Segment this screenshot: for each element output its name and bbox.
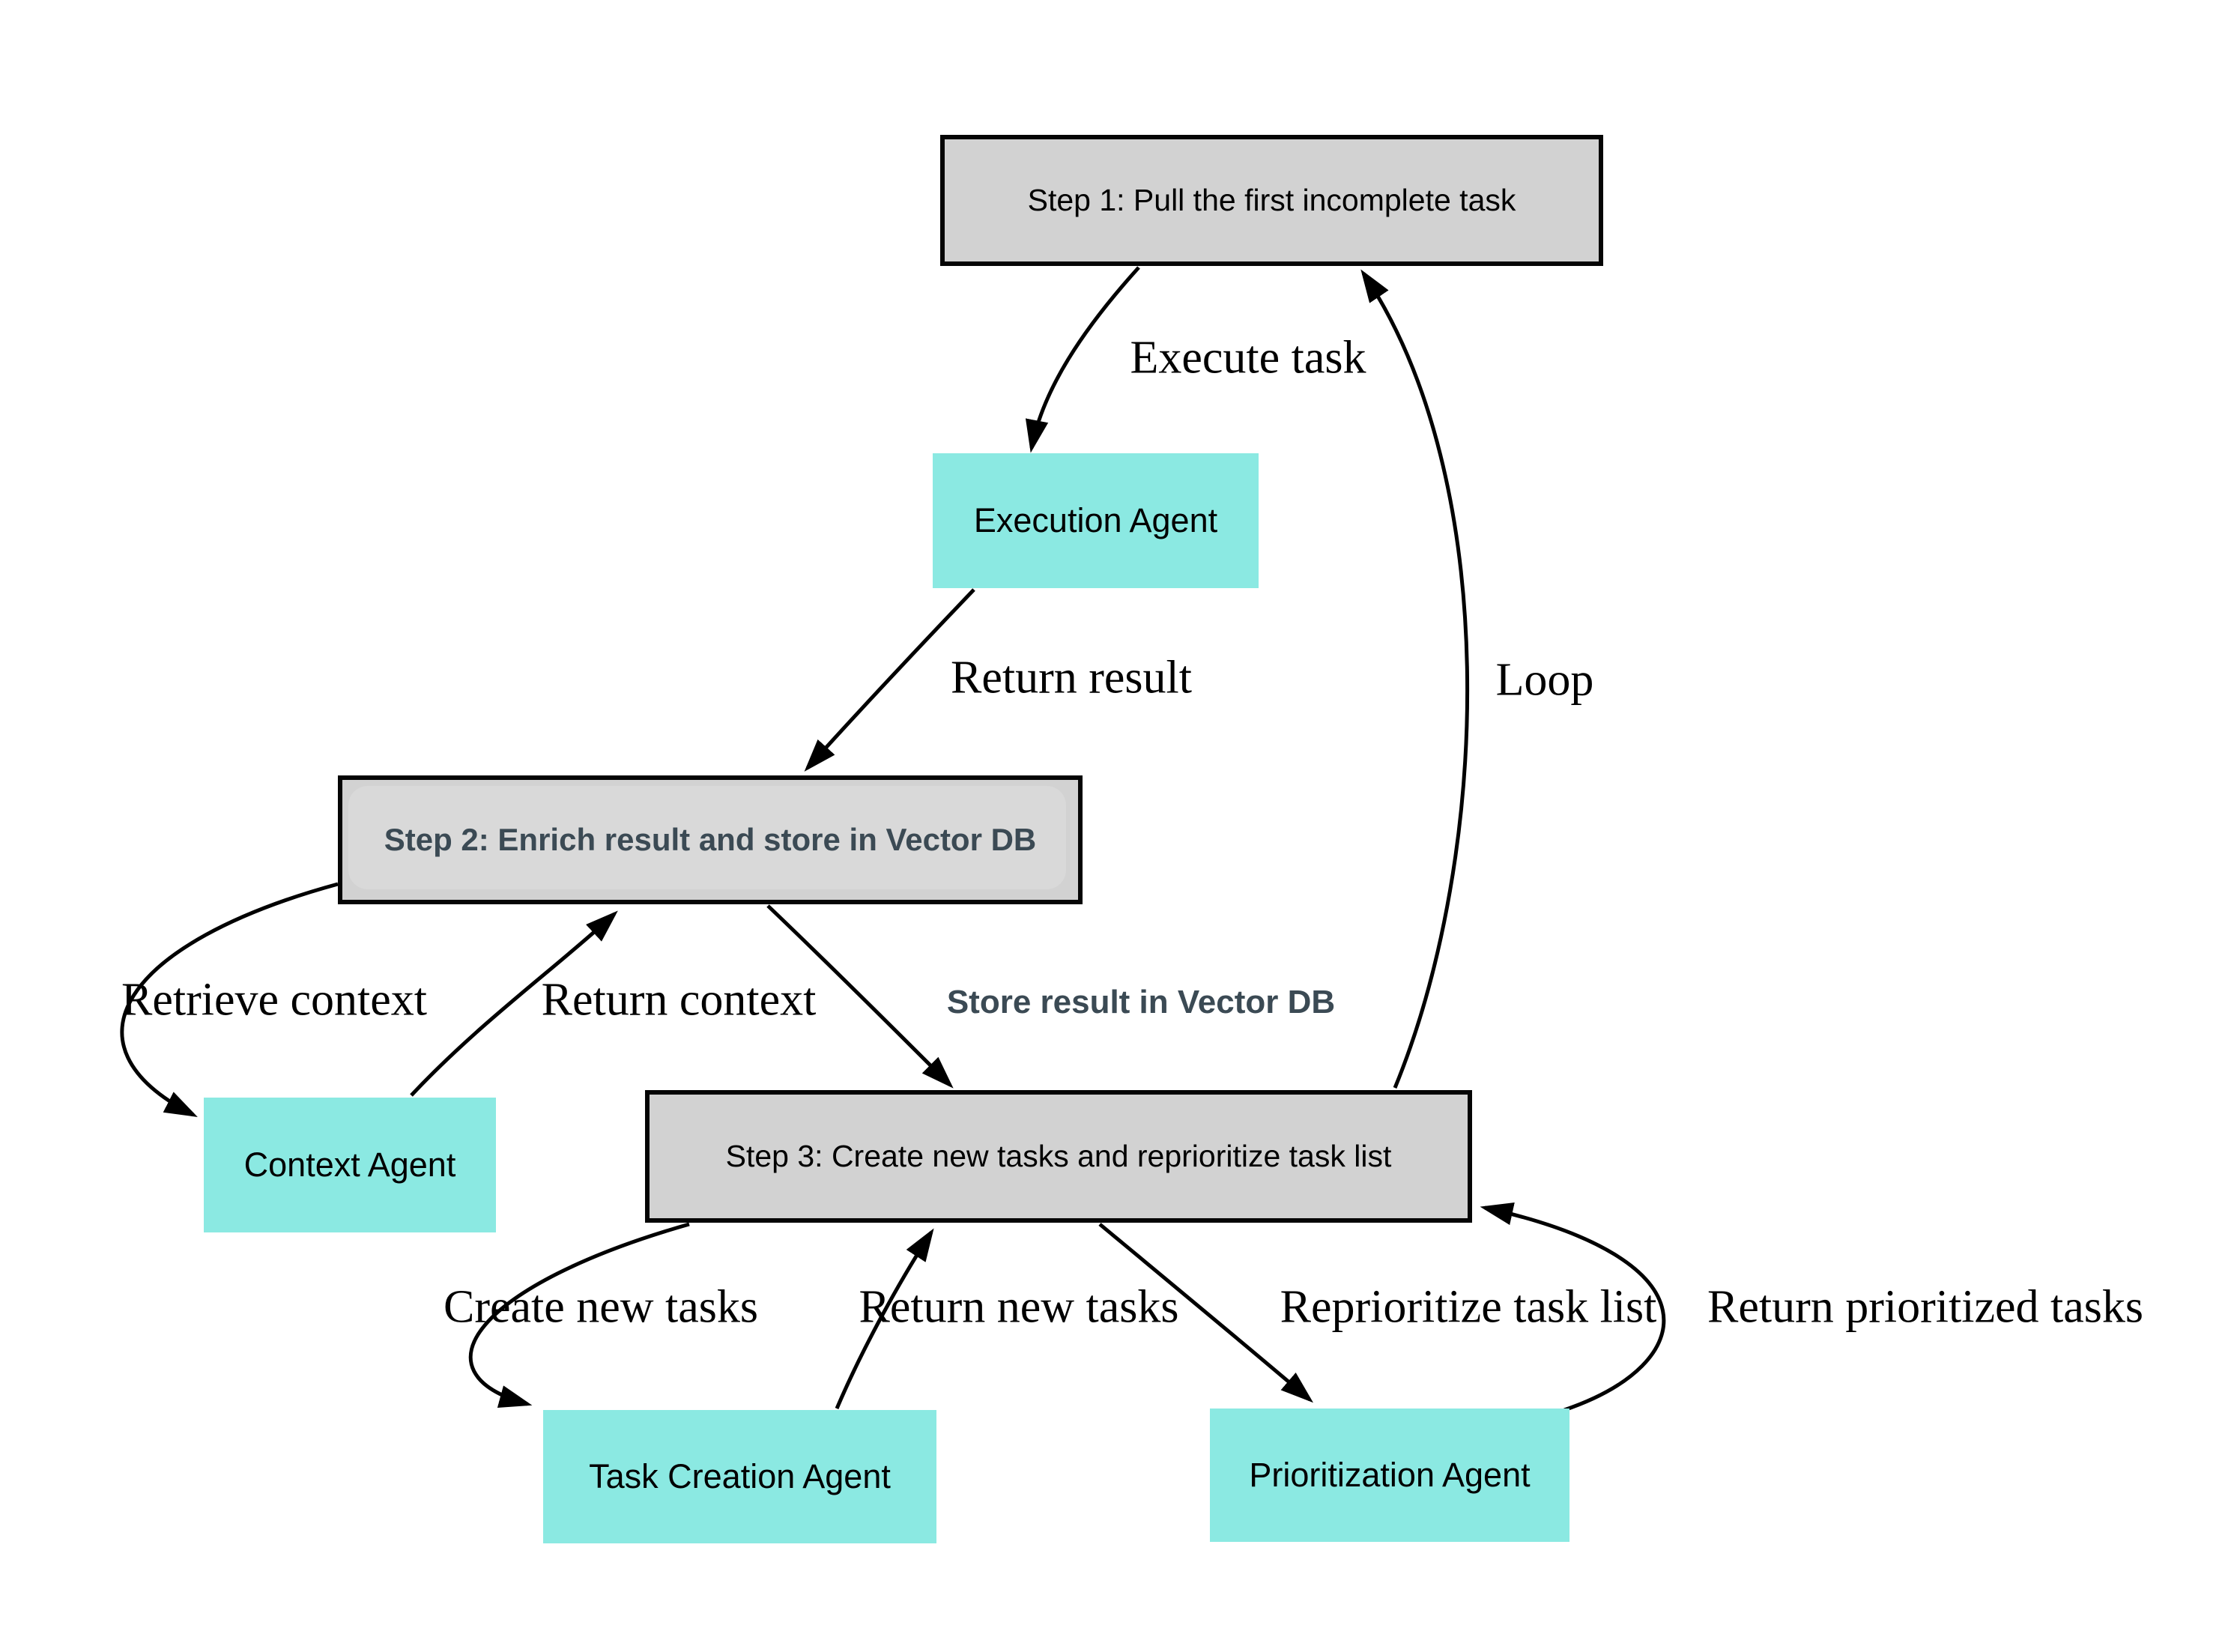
edge-label-loop: Loop bbox=[1495, 654, 1594, 706]
edge-label-retrieve-context: Retrieve context bbox=[121, 974, 427, 1026]
edge-path-execute-task bbox=[1025, 266, 1140, 453]
edge-label-return-context: Return context bbox=[541, 974, 817, 1026]
edge-label-execute-task: Execute task bbox=[1130, 332, 1366, 384]
node-step2-label: Step 2: Enrich result and store in Vecto… bbox=[384, 822, 1037, 857]
edge-label-reprioritize-task-list: Reprioritize task list bbox=[1280, 1281, 1657, 1333]
edge-label-return-prioritized-tasks: Return prioritized tasks bbox=[1707, 1281, 2143, 1333]
node-task-creation-agent: Task Creation Agent bbox=[543, 1410, 936, 1543]
edge-label-create-new-tasks: Create new tasks bbox=[443, 1281, 759, 1333]
edge-path-return-prioritized-tasks bbox=[1480, 1202, 1666, 1412]
edge-path-create-new-tasks bbox=[468, 1222, 690, 1408]
node-step2: Step 2: Enrich result and store in Vecto… bbox=[338, 775, 1083, 904]
edge-label-store-result: Store result in Vector DB bbox=[946, 984, 1336, 1020]
step2-inner-highlight bbox=[348, 786, 1066, 889]
edge-path-store-result bbox=[766, 904, 954, 1089]
edge-label-return-result: Return result bbox=[951, 652, 1192, 704]
edge-path-reprioritize-task-list bbox=[1098, 1223, 1314, 1403]
node-step1: Step 1: Pull the first incomplete task bbox=[940, 135, 1603, 266]
node-step3-label: Step 3: Create new tasks and reprioritiz… bbox=[725, 1139, 1392, 1173]
node-prioritization-agent: Prioritization Agent bbox=[1210, 1409, 1569, 1542]
edge-label-return-new-tasks: Return new tasks bbox=[859, 1281, 1179, 1333]
node-step3: Step 3: Create new tasks and reprioritiz… bbox=[645, 1090, 1472, 1223]
node-context-agent: Context Agent bbox=[204, 1098, 496, 1232]
node-context-agent-label: Context Agent bbox=[243, 1146, 456, 1184]
node-execution-agent-label: Execution Agent bbox=[973, 501, 1218, 539]
edge-path-return-result bbox=[804, 588, 975, 772]
node-task-creation-agent-label: Task Creation Agent bbox=[589, 1457, 891, 1495]
edge-path-return-context bbox=[410, 910, 618, 1097]
edge-path-return-new-tasks bbox=[835, 1228, 934, 1409]
node-prioritization-agent-label: Prioritization Agent bbox=[1249, 1456, 1531, 1494]
edge-path-retrieve-context bbox=[120, 882, 339, 1117]
node-step1-label: Step 1: Pull the first incomplete task bbox=[1027, 183, 1516, 217]
edge-path-loop bbox=[1360, 269, 1470, 1089]
node-execution-agent: Execution Agent bbox=[933, 453, 1259, 588]
